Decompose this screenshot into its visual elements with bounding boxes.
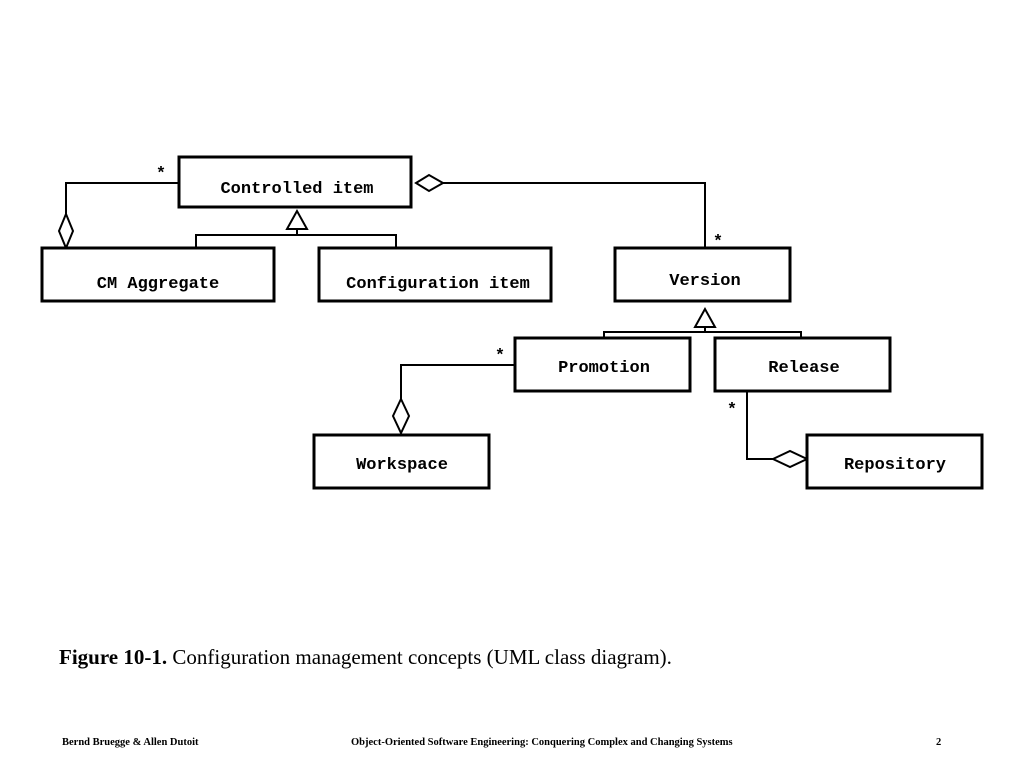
aggregation-line-workspace-promotion [400, 364, 515, 399]
aggregation-diamond-controlled-item [414, 173, 446, 193]
class-name: Release [768, 359, 839, 378]
class-name: CM Aggregate [97, 275, 219, 294]
figure-caption-text: Configuration management concepts (UML c… [167, 645, 672, 669]
aggregation-diamond-cm-aggregate [57, 211, 75, 251]
multiplicity-promotion: * [495, 347, 505, 366]
generalization-triangle-controlled [285, 208, 309, 230]
generalization-triangle-version [693, 306, 717, 328]
class-cm-aggregate: CM Aggregate [40, 246, 276, 303]
class-name: Repository [844, 456, 946, 475]
footer-page-number: 2 [936, 737, 942, 748]
class-name: Configuration item [346, 275, 530, 294]
class-repository: Repository [805, 433, 984, 490]
generalization-bracket-controlled [195, 234, 397, 248]
aggregation-diamond-repository [770, 449, 810, 469]
aggregation-line-release-repository [746, 391, 773, 460]
footer-authors: Bernd Bruegge & Allen Dutoit [62, 737, 199, 748]
class-release: Release [713, 336, 892, 393]
multiplicity-release: * [727, 401, 737, 420]
multiplicity-controlled-item: * [156, 165, 166, 184]
aggregation-line-controlled-version [443, 182, 706, 248]
class-promotion: Promotion [513, 336, 692, 393]
figure-caption: Figure 10-1. Configuration management co… [59, 645, 672, 670]
footer-book-title: Object-Oriented Software Engineering: Co… [351, 737, 733, 748]
aggregation-diamond-workspace [391, 396, 411, 436]
class-controlled-item: Controlled item [177, 155, 413, 209]
multiplicity-version: * [713, 233, 723, 252]
figure-label: Figure 10-1. [59, 645, 168, 669]
class-name: Version [669, 272, 740, 291]
class-name: Promotion [558, 359, 650, 378]
class-workspace: Workspace [312, 433, 491, 490]
class-name: Workspace [356, 456, 448, 475]
class-name: Controlled item [220, 180, 373, 199]
generalization-bracket-version [603, 331, 802, 338]
class-version: Version [613, 246, 792, 303]
aggregation-line-aggregate-controlled [65, 182, 179, 214]
class-configuration-item: Configuration item [317, 246, 553, 303]
